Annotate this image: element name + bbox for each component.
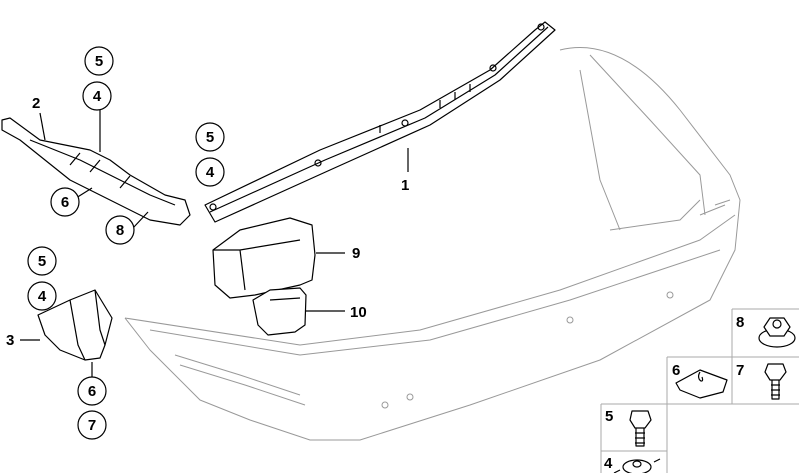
part-label-2: 2	[32, 95, 40, 112]
part-label-1: 1	[401, 177, 409, 194]
part-10-cover	[252, 287, 345, 336]
legend-label-7: 7	[736, 362, 744, 379]
part-label-10: 10	[350, 304, 367, 321]
callout-4: 4	[38, 288, 47, 305]
part-9-bracket	[212, 217, 345, 299]
part-label-9: 9	[352, 245, 360, 262]
callout-8: 8	[116, 222, 124, 239]
bumper-outline	[124, 47, 741, 441]
callout-7: 7	[88, 417, 96, 434]
part-3-lower-bracket	[20, 289, 113, 378]
callout-group-upper-left: 5 4 6 8	[50, 46, 135, 245]
callout-4: 4	[206, 164, 215, 181]
washer-clip-icon	[613, 458, 661, 473]
part-2-left-bracket	[1, 110, 191, 229]
legend-label-8: 8	[736, 314, 744, 331]
fastener-legend: 8 6 7 5 4	[600, 308, 799, 473]
callout-6: 6	[88, 383, 96, 400]
part-1-carrier-strip	[204, 21, 556, 223]
legend-label-4: 4	[604, 455, 613, 472]
callout-5: 5	[38, 253, 46, 270]
callout-5: 5	[95, 53, 103, 70]
part-label-3: 3	[6, 332, 14, 349]
screw-icon	[764, 363, 787, 400]
callout-4: 4	[93, 88, 102, 105]
callout-group-lower-left: 5 4 6 7	[27, 246, 107, 440]
legend-label-6: 6	[672, 362, 680, 379]
callout-6: 6	[61, 194, 69, 211]
bolt-icon	[629, 410, 652, 447]
legend-label-5: 5	[605, 408, 613, 425]
clip-nut-icon	[675, 369, 728, 399]
callout-5: 5	[206, 129, 214, 146]
callout-group-center: 5 4	[195, 122, 225, 187]
nut-icon	[758, 317, 796, 348]
